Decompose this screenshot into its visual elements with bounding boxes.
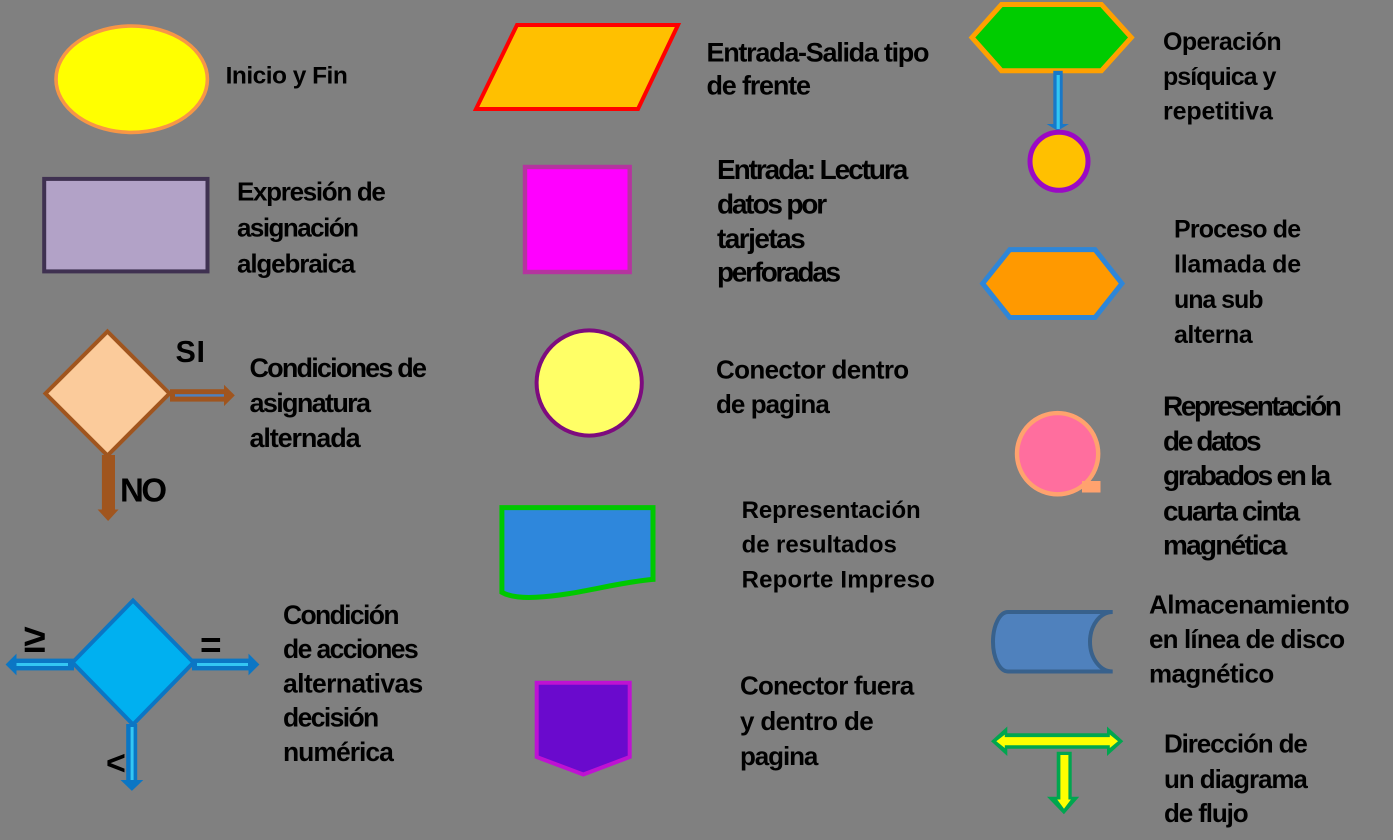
svg-text:de acciones: de acciones	[283, 634, 419, 664]
svg-text:asignatura: asignatura	[250, 388, 372, 418]
svg-text:datos por: datos por	[717, 189, 827, 220]
svg-text:Conector fuera: Conector fuera	[740, 671, 915, 701]
svg-text:cuarta cinta: cuarta cinta	[1163, 495, 1301, 526]
svg-text:Inicio y Fin: Inicio y Fin	[226, 63, 348, 90]
svg-text:NO: NO	[120, 472, 167, 509]
svg-text:de flujo: de flujo	[1164, 798, 1249, 828]
svg-text:<: <	[106, 745, 126, 783]
svg-text:alternada: alternada	[250, 423, 362, 453]
svg-text:Conector dentro: Conector dentro	[716, 354, 909, 384]
svg-text:Condiciones de: Condiciones de	[250, 353, 428, 383]
svg-text:algebraica: algebraica	[237, 248, 356, 278]
svg-text:Dirección de: Dirección de	[1164, 728, 1308, 758]
svg-text:en línea de disco: en línea de disco	[1149, 624, 1345, 654]
svg-text:de resultados: de resultados	[742, 532, 897, 559]
svg-text:Reporte Impreso: Reporte Impreso	[742, 566, 935, 593]
svg-text:Entrada: Lectura: Entrada: Lectura	[717, 154, 909, 185]
svg-text:Condición: Condición	[283, 600, 400, 630]
svg-text:y dentro de: y dentro de	[740, 706, 874, 736]
svg-text:Representación: Representación	[1163, 390, 1342, 421]
svg-text:de frente: de frente	[707, 70, 812, 100]
svg-text:de pagina: de pagina	[716, 389, 830, 419]
svg-text:alterna: alterna	[1174, 321, 1254, 349]
svg-text:grabados en la: grabados en la	[1163, 460, 1332, 491]
svg-text:numérica: numérica	[283, 737, 394, 767]
svg-text:psíquica y: psíquica y	[1163, 63, 1276, 91]
svg-text:magnético: magnético	[1149, 659, 1274, 689]
svg-text:Operación: Operación	[1163, 28, 1282, 56]
svg-text:alternativas: alternativas	[283, 668, 423, 698]
svg-text:Proceso de: Proceso de	[1174, 216, 1301, 244]
svg-text:decisión: decisión	[283, 703, 379, 733]
svg-text:de datos: de datos	[1163, 426, 1262, 457]
svg-text:SI: SI	[176, 335, 206, 369]
svg-text:tarjetas: tarjetas	[717, 223, 806, 254]
svg-text:llamada de: llamada de	[1174, 251, 1301, 279]
svg-text:repetitiva: repetitiva	[1163, 98, 1274, 126]
svg-text:Representación: Representación	[742, 497, 921, 524]
svg-text:Expresión de: Expresión de	[237, 177, 386, 207]
svg-text:un diagrama: un diagrama	[1164, 764, 1308, 794]
svg-text:=: =	[200, 625, 222, 666]
svg-text:pagina: pagina	[740, 741, 819, 771]
svg-text:Entrada-Salida tipo: Entrada-Salida tipo	[707, 38, 930, 68]
svg-text:Almacenamiento: Almacenamiento	[1149, 590, 1350, 620]
svg-text:magnética: magnética	[1163, 530, 1288, 561]
svg-text:≥: ≥	[24, 617, 46, 661]
svg-text:perforadas: perforadas	[717, 257, 841, 288]
svg-text:asignación: asignación	[237, 212, 359, 242]
svg-text:una sub: una sub	[1174, 286, 1264, 314]
